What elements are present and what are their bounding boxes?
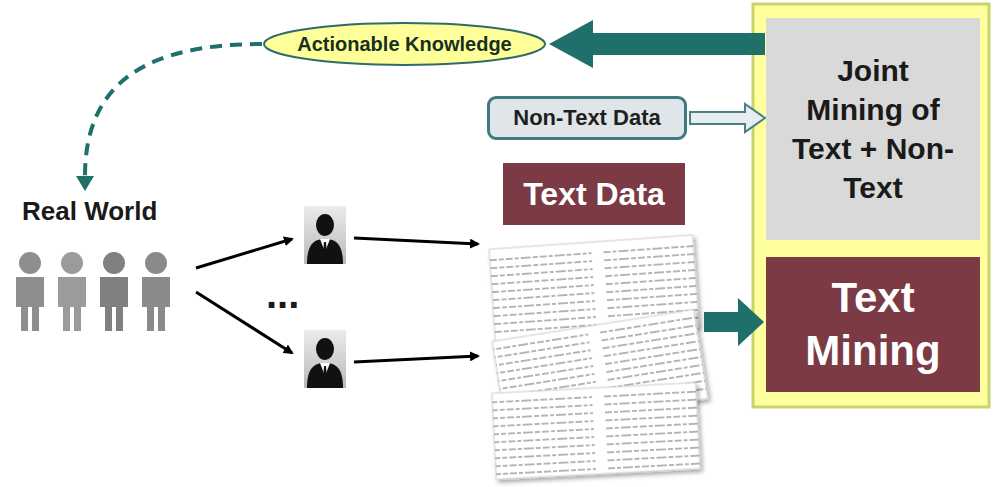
flow-arrow [704, 298, 764, 346]
document-stack [489, 235, 708, 479]
ellipse-shape [264, 23, 545, 65]
process-box: Text Mining [766, 257, 980, 392]
node-text: Non-Text Data [513, 105, 661, 131]
data-label-box: Text Data [503, 163, 685, 225]
person-icon [304, 206, 346, 264]
flow-arrow [196, 238, 478, 362]
feedback-arrowhead [76, 176, 94, 191]
knowledge-ellipse: Actionable Knowledge [262, 21, 547, 67]
ellipsis-label: ... [266, 272, 299, 317]
panel [753, 4, 989, 407]
node-text: Text Data [523, 176, 665, 213]
process-box: Joint Mining of Text + Non-Text [766, 18, 980, 240]
node-text: Text Mining [783, 272, 963, 377]
region-label: Real World [22, 196, 157, 227]
person-icon [304, 330, 346, 388]
people-icon [16, 252, 170, 331]
node-text: Actionable Knowledge [297, 33, 511, 56]
data-box: Non-Text Data [487, 96, 687, 140]
feedback-curve [85, 44, 262, 176]
block-arrow [690, 104, 765, 132]
node-text: Joint Mining of Text + Non-Text [791, 51, 956, 207]
block-arrow [549, 20, 765, 68]
